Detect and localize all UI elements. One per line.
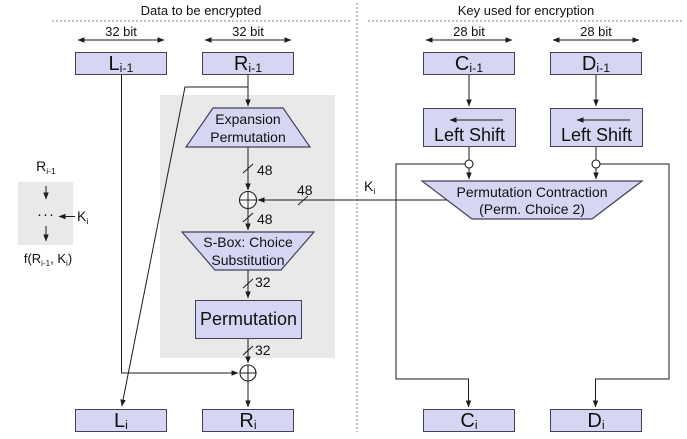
subkey-label: Ki [364, 178, 376, 197]
left-shift-arrow-icon [449, 117, 503, 123]
register-d-next-sub: i [601, 418, 605, 432]
branch-dot-c [464, 159, 474, 169]
register-r-prev-label: R [233, 52, 249, 75]
register-c-next-sub: i [474, 418, 478, 432]
bit-width-d: 28 bit [580, 24, 612, 39]
legend-output-label: f(Ri-1, Ki) [6, 251, 90, 269]
legend-input-label: Ri-1 [16, 158, 76, 177]
expansion-line2: Permutation [210, 129, 286, 145]
left-shift-arrow-icon [576, 117, 630, 123]
permutation-label: Permutation [199, 309, 298, 329]
sbox-line1: S-Box: Choice [203, 234, 293, 250]
register-l-next-label: L [114, 409, 126, 432]
left-shift-d-block: Left Shift [550, 108, 643, 147]
width-48-after-expansion: 48 [257, 162, 273, 178]
permuted-choice2-shape [420, 180, 644, 220]
register-r-prev-sub: i-1 [248, 61, 263, 75]
register-l-prev-label: L [108, 52, 120, 75]
tick-32-sbox [242, 278, 254, 289]
tick-48-expansion [242, 163, 254, 174]
branch-dot-d [591, 159, 601, 169]
register-c-prev-sub: i-1 [469, 61, 484, 75]
register-l-prev-sub: i-1 [119, 61, 134, 75]
bit-width-r: 32 bit [232, 24, 264, 39]
width-32-after-sbox: 32 [255, 274, 271, 290]
legend-output-p1: f(R [23, 251, 42, 266]
legend-key-main: K [77, 208, 87, 224]
expansion-permutation-shape [184, 107, 312, 148]
left-shift-d-label: Left Shift [560, 125, 633, 145]
wire-tapd-to-dnext [592, 163, 670, 408]
bit-width-l: 32 bit [105, 24, 137, 39]
legend-output-p4: i [66, 259, 68, 269]
sbox-shape [180, 231, 316, 271]
width-48-key: 48 [297, 182, 313, 198]
width-32-after-perm: 32 [255, 342, 271, 358]
register-c-prev-label: C [454, 52, 470, 75]
expansion-line1: Expansion [215, 111, 281, 127]
sbox-line2: Substitution [211, 252, 285, 268]
tick-32-perm [242, 345, 254, 356]
subkey-main: K [364, 178, 374, 194]
wire-lprev-to-xor [121, 75, 239, 376]
sbox-label: S-Box: Choice Substitution [182, 233, 314, 269]
left-shift-c-block: Left Shift [423, 108, 516, 147]
register-c-next-label: C [460, 409, 475, 432]
tick-48-key [297, 195, 309, 206]
permutation-block: Permutation [195, 300, 302, 339]
register-d-next-label: D [587, 409, 602, 432]
perm-contraction-line1: Permutation Contraction [456, 184, 608, 200]
subkey-sub: i [373, 186, 376, 197]
expansion-permutation-label: Expansion Permutation [180, 110, 316, 146]
register-r-next-label: R [239, 409, 254, 432]
legend-output-p3: , K [50, 251, 67, 266]
left-shift-c-label: Left Shift [433, 125, 506, 145]
register-r-next-sub: i [253, 418, 257, 432]
width-48-into-sbox: 48 [257, 211, 273, 227]
legend-input-sub: i-1 [46, 166, 56, 177]
wire-rprev-to-lnext [120, 86, 248, 407]
legend-key-sub: i [86, 216, 89, 227]
legend-key-label: Ki [77, 208, 89, 227]
tick-48-sbox [242, 212, 254, 223]
data-section-title: Data to be encrypted [140, 3, 262, 18]
key-section-title: Key used for encryption [457, 3, 595, 18]
xor2-icon [239, 364, 257, 382]
permuted-choice2-label: Permutation Contraction (Perm. Choice 2) [422, 184, 642, 218]
legend-input-main: R [36, 158, 47, 174]
perm-contraction-line2: (Perm. Choice 2) [479, 201, 585, 217]
legend-output-p2: i-1 [41, 259, 51, 269]
register-d-prev-sub: i-1 [596, 61, 611, 75]
register-l-next-sub: i [125, 418, 128, 432]
legend-dots: ··· [37, 206, 55, 223]
register-d-prev-label: D [581, 52, 597, 75]
wire-tapc-to-cnext [395, 163, 472, 408]
bit-width-c: 28 bit [453, 24, 485, 39]
legend-output-p5: ) [67, 251, 73, 266]
xor-icon [238, 190, 258, 210]
